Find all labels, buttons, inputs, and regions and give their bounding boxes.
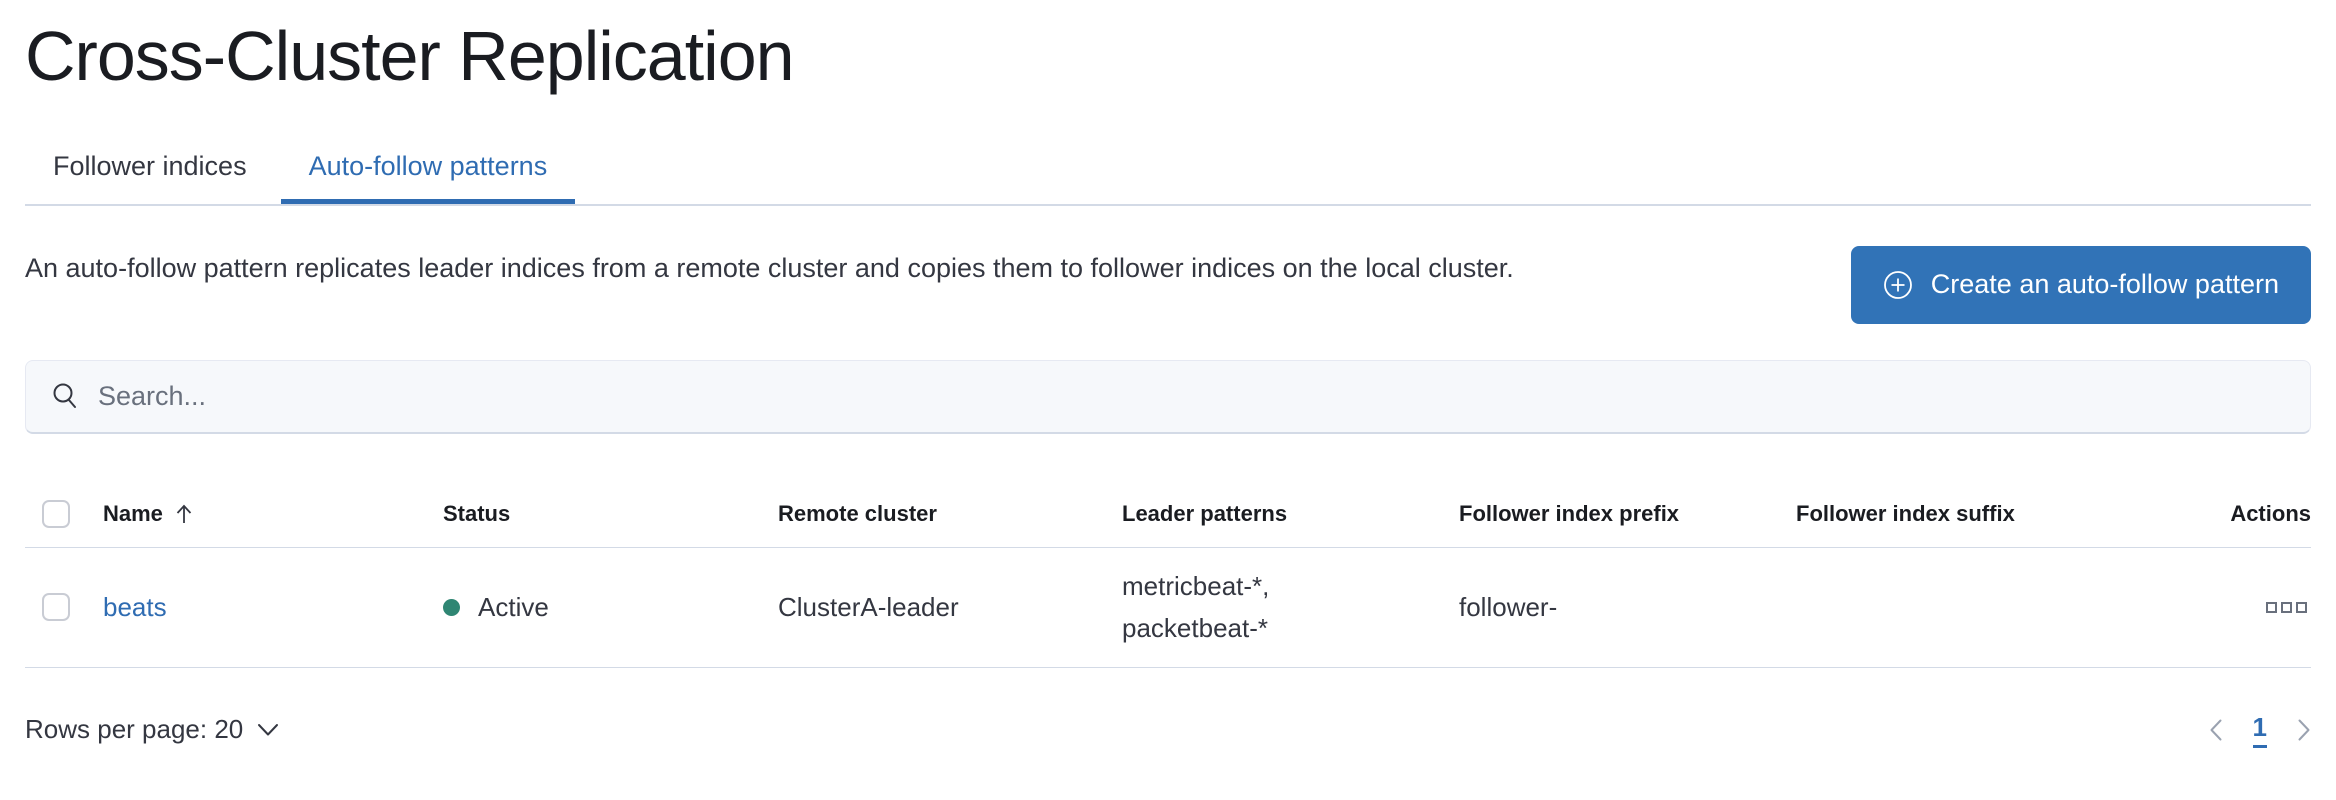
plus-in-circle-icon [1883, 270, 1912, 299]
next-page-button[interactable] [2297, 718, 2311, 742]
column-header-remote-cluster: Remote cluster [778, 501, 937, 526]
create-button-label: Create an auto-follow pattern [1930, 269, 2279, 299]
select-all-checkbox[interactable] [42, 500, 70, 528]
leader-patterns-cell: metricbeat-*, packetbeat-* [1122, 565, 1459, 649]
row-checkbox[interactable] [42, 593, 70, 621]
page-description: An auto-follow pattern replicates leader… [25, 252, 1514, 283]
search-icon [53, 383, 76, 408]
tab-auto-follow-patterns[interactable]: Auto-follow patterns [281, 131, 576, 204]
page-title: Cross-Cluster Replication [25, 17, 795, 95]
follower-index-prefix-cell: follower- [1459, 591, 1558, 622]
status-cell: Active [443, 592, 778, 623]
status-active-dot [443, 598, 460, 616]
chevron-down-icon [258, 723, 279, 735]
search-bar[interactable] [25, 359, 2311, 434]
page-number-1[interactable]: 1 [2252, 712, 2267, 748]
row-select-cell [25, 593, 103, 621]
pagination: 1 [2209, 712, 2311, 748]
table-footer: Rows per page: 20 1 [25, 712, 2311, 748]
column-header-follower-index-prefix: Follower index prefix [1459, 501, 1680, 526]
sort-arrow-up-icon [176, 504, 192, 523]
table-header-row: Name Status Remote cluster Leader patter… [25, 482, 2311, 548]
leader-pattern-line: packetbeat-* [1122, 613, 1268, 643]
previous-page-button[interactable] [2209, 718, 2223, 742]
remote-cluster-cell: ClusterA-leader [778, 591, 959, 622]
status-label: Active [478, 591, 549, 622]
chevron-left-icon [2210, 719, 2222, 740]
pattern-name-link[interactable]: beats [103, 591, 167, 622]
column-header-status: Status [443, 501, 511, 526]
rows-per-page-selector[interactable]: Rows per page: 20 [25, 714, 279, 745]
cross-cluster-replication-page: Cross-Cluster Replication Follower indic… [0, 16, 2336, 748]
column-header-leader-patterns: Leader patterns [1122, 501, 1288, 526]
search-input[interactable] [98, 380, 2286, 412]
rows-per-page-label: Rows per page: 20 [25, 714, 244, 744]
auto-follow-patterns-table: Name Status Remote cluster Leader patter… [25, 482, 2311, 668]
leader-pattern-line: metricbeat-*, [1122, 571, 1270, 601]
create-auto-follow-pattern-button[interactable]: Create an auto-follow pattern [1850, 245, 2311, 324]
actions-cell [2133, 598, 2311, 617]
select-all-cell [25, 500, 103, 528]
column-header-follower-index-suffix: Follower index suffix [1796, 501, 2015, 526]
column-header-actions: Actions [2230, 501, 2311, 526]
tab-follower-indices[interactable]: Follower indices [53, 150, 247, 181]
column-header-name[interactable]: Name [103, 501, 443, 527]
tab-bar: Follower indices Auto-follow patterns [25, 131, 2311, 206]
name-cell: beats [103, 592, 443, 623]
table-row: beats Active ClusterA-leader metricbeat-… [25, 548, 2311, 668]
description-row: An auto-follow pattern replicates leader… [25, 245, 2311, 324]
chevron-right-icon [2298, 719, 2310, 740]
boxes-horizontal-icon[interactable] [2262, 598, 2311, 617]
